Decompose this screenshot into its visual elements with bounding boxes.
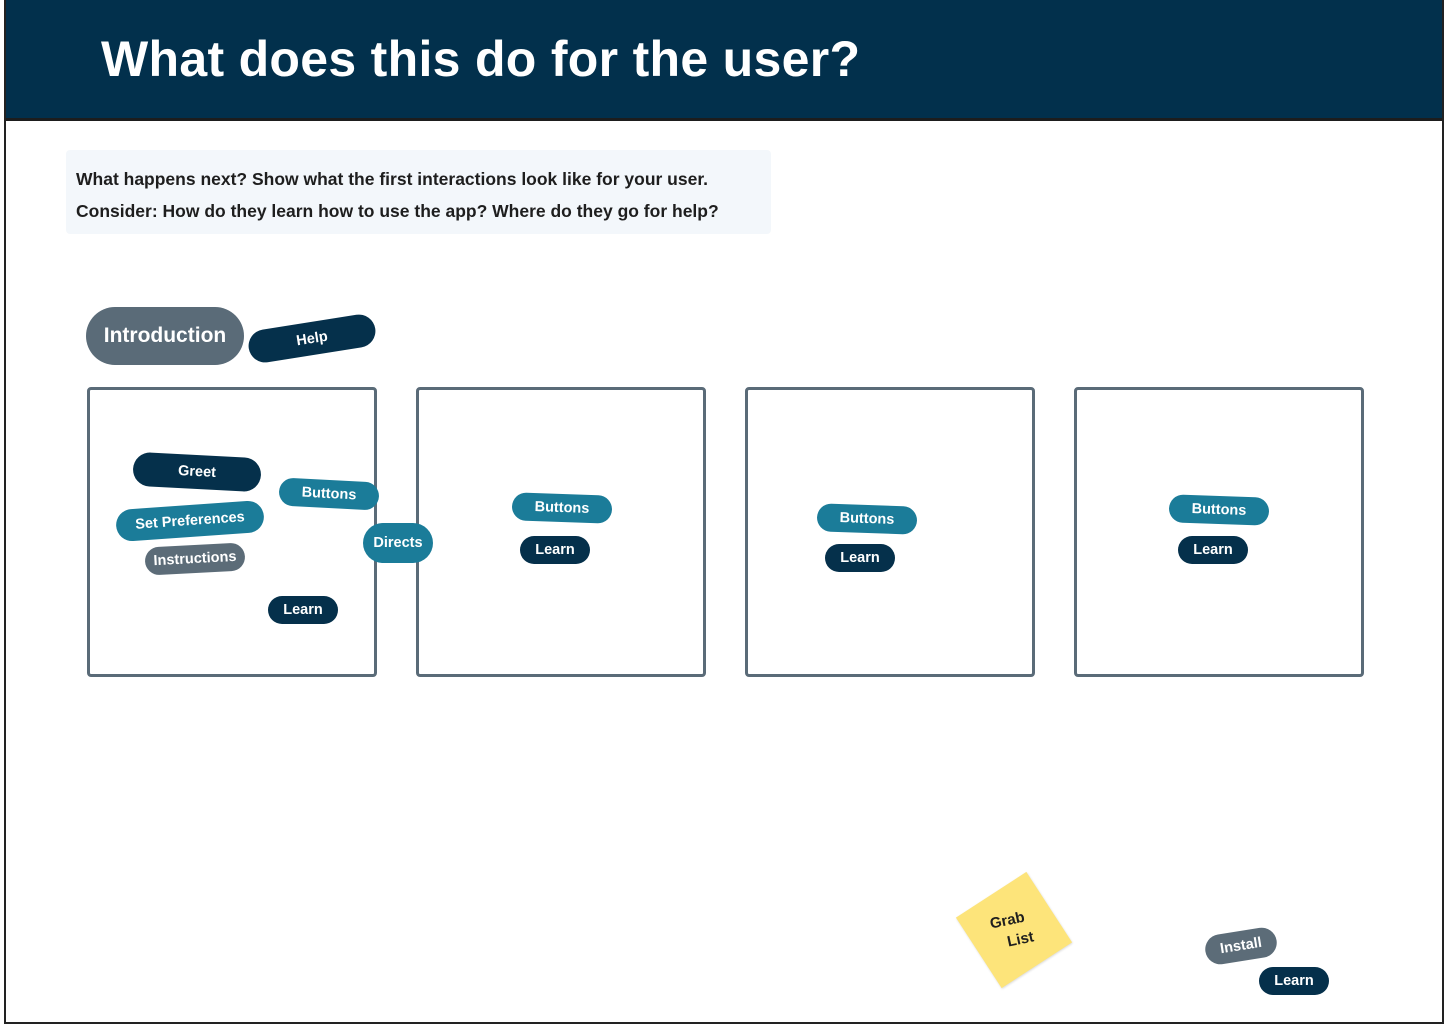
help-chip[interactable]: Help (246, 312, 378, 365)
learn-chip-5[interactable]: Learn (1259, 967, 1329, 995)
learn-chip-2[interactable]: Learn (520, 536, 590, 564)
directs-chip[interactable]: Directs (363, 523, 433, 563)
sticky-note-grab-list[interactable]: Grab List (955, 871, 1073, 989)
buttons-chip-3[interactable]: Buttons (816, 503, 918, 535)
instructions-chip[interactable]: Instructions (144, 542, 246, 576)
buttons-chip-4[interactable]: Buttons (1168, 494, 1270, 526)
greet-chip[interactable]: Greet (132, 451, 262, 493)
screen-frame-2[interactable] (416, 387, 706, 677)
install-chip[interactable]: Install (1203, 925, 1279, 967)
screen-frame-4[interactable] (1074, 387, 1364, 677)
learn-chip-1[interactable]: Learn (268, 596, 338, 624)
sticky-note-line-2: List (1005, 928, 1036, 951)
prompt-line-2: Consider: How do they learn how to use t… (76, 201, 719, 221)
header-bar: What does this do for the user? (6, 0, 1442, 121)
learn-chip-3[interactable]: Learn (825, 544, 895, 572)
buttons-chip-2[interactable]: Buttons (511, 492, 613, 524)
prompt-line-1: What happens next? Show what the first i… (76, 169, 709, 189)
page-title: What does this do for the user? (101, 31, 861, 87)
buttons-chip-1[interactable]: Buttons (278, 477, 380, 511)
learn-chip-4[interactable]: Learn (1178, 536, 1248, 564)
section-label-introduction[interactable]: Introduction (86, 307, 244, 365)
prompt-box: What happens next? Show what the first i… (66, 150, 771, 234)
whiteboard-canvas: What does this do for the user? What hap… (4, 0, 1444, 1024)
